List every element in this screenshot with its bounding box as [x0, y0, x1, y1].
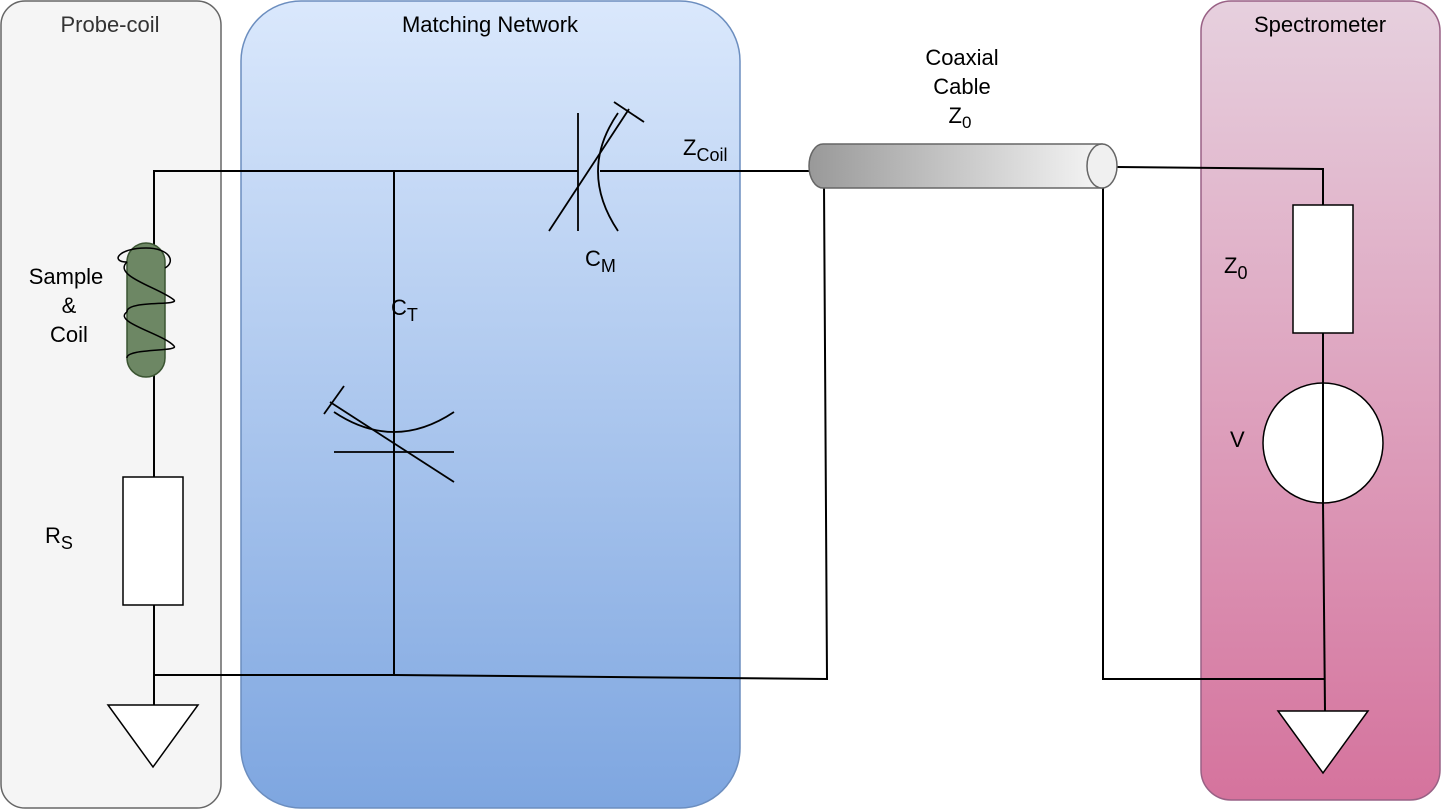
matching-network-title: Matching Network [402, 12, 579, 37]
zcoil-label: ZCoil [683, 135, 727, 165]
coil-label: Coil [50, 322, 88, 347]
coax-line2: Cable [933, 74, 990, 99]
v-label: V [1230, 427, 1245, 452]
coax-line1: Coaxial [925, 45, 998, 70]
ground-right-icon [1276, 710, 1370, 775]
z0-label: Z0 [1224, 253, 1247, 283]
ground-left-icon [106, 704, 200, 769]
top-wire [153, 170, 578, 247]
coaxial-cable-label: Coaxial Cable Z0 [925, 45, 998, 132]
sample-coil-icon: Sample & Coil [29, 242, 175, 378]
coax-z0: Z0 [949, 103, 972, 132]
spectrometer-title: Spectrometer [1254, 12, 1386, 37]
cable-return-wire [1102, 185, 1325, 680]
sample-label: Sample [29, 264, 104, 289]
ampersand-label: & [62, 293, 77, 318]
probe-coil-panel: Probe-coil [0, 0, 222, 809]
ct-label: CT [391, 295, 418, 325]
wires [153, 166, 1326, 712]
resistor-rs: RS [45, 476, 184, 606]
capacitor-cm: CM [548, 101, 645, 276]
rs-label: RS [45, 523, 73, 553]
probe-coil-title: Probe-coil [60, 12, 159, 37]
matching-network-panel: Matching Network [240, 0, 741, 809]
impedance-z0: Z0 [1224, 204, 1354, 334]
source-to-ground-wire [1322, 502, 1326, 712]
capacitor-ct: CT [323, 295, 455, 483]
cable-to-spectrometer-wire [1116, 166, 1324, 205]
cm-label: CM [585, 246, 616, 276]
coaxial-cable-icon [808, 143, 1118, 189]
voltage-source-icon: V [1230, 382, 1384, 504]
